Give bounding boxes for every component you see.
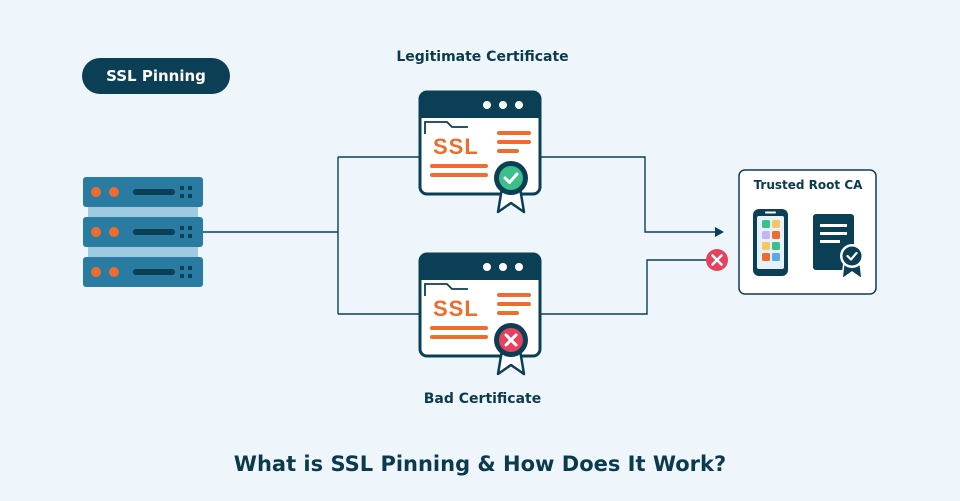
legitimate-certificate-icon: SSL bbox=[418, 90, 542, 214]
smartphone-icon bbox=[753, 209, 788, 276]
bad-certificate-label: Bad Certificate bbox=[423, 391, 542, 407]
page-title: What is SSL Pinning & How Does It Work? bbox=[233, 452, 727, 476]
ssl-pinning-badge: SSL Pinning bbox=[82, 58, 230, 94]
legit-ssl-text: SSL bbox=[433, 134, 479, 159]
server-stack-icon bbox=[83, 177, 203, 287]
check-seal-icon bbox=[494, 161, 528, 214]
arrowhead-icon bbox=[715, 227, 724, 237]
verified-document-icon bbox=[813, 214, 864, 280]
reject-seal-icon bbox=[494, 323, 528, 376]
legitimate-certificate-label: Legitimate Certificate bbox=[396, 49, 569, 65]
reject-x-icon bbox=[706, 249, 728, 271]
bad-ssl-text: SSL bbox=[433, 296, 479, 321]
bad-certificate-icon: SSL bbox=[418, 252, 542, 376]
trusted-root-ca-title: Trusted Root CA bbox=[753, 178, 863, 192]
